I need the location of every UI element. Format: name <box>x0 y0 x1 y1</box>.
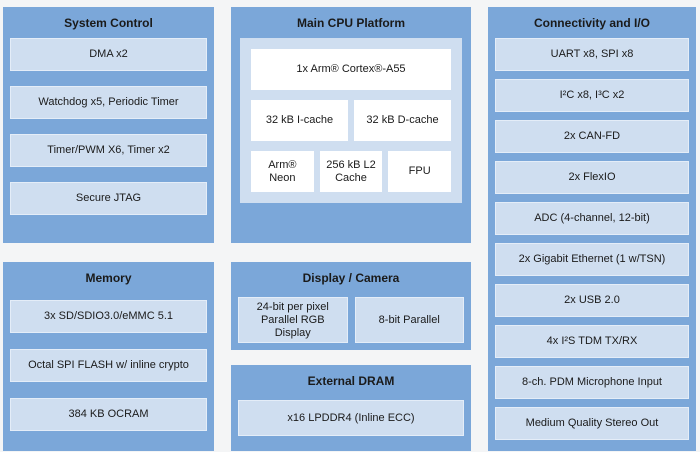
cpu-core-box: 1x Arm® Cortex®-A55 <box>251 49 451 90</box>
system-control-item-dma: DMA x2 <box>10 38 207 71</box>
display-camera-block: Display / Camera 24-bit per pixel Parall… <box>231 262 471 350</box>
connectivity-io-block: Connectivity and I/O UART x8, SPI x8 I²C… <box>488 7 696 451</box>
main-cpu-platform-title: Main CPU Platform <box>296 16 405 30</box>
system-control-item-timer-pwm: Timer/PWM X6, Timer x2 <box>10 134 207 167</box>
connectivity-item-can-fd: 2x CAN-FD <box>495 120 689 153</box>
system-control-item-watchdog: Watchdog x5, Periodic Timer <box>10 86 207 119</box>
cpu-icache-box: 32 kB I-cache <box>251 100 348 141</box>
cpu-extensions-row: Arm® Neon 256 kB L2 Cache FPU <box>251 151 452 192</box>
memory-block: Memory 3x SD/SDIO3.0/eMMC 5.1 Octal SPI … <box>3 262 214 451</box>
system-control-item-secure-jtag: Secure JTAG <box>10 182 207 215</box>
connectivity-io-title: Connectivity and I/O <box>533 16 650 30</box>
connectivity-item-pdm-microphone: 8-ch. PDM Microphone Input <box>495 366 689 399</box>
cpu-cache-row: 32 kB I-cache 32 kB D-cache <box>251 100 451 141</box>
display-camera-title: Display / Camera <box>302 271 400 285</box>
connectivity-item-uart-spi: UART x8, SPI x8 <box>495 38 689 71</box>
cpu-neon-box: Arm® Neon <box>251 151 314 192</box>
display-camera-item-8bit-parallel: 8-bit Parallel <box>354 297 464 343</box>
cpu-l2-cache-box: 256 kB L2 Cache <box>319 151 383 192</box>
cpu-dcache-box: 32 kB D-cache <box>354 100 451 141</box>
memory-title: Memory <box>85 271 132 285</box>
connectivity-item-i2c-i3c: I²C x8, I³C x2 <box>495 79 689 112</box>
display-camera-row: 24-bit per pixel Parallel RGB Display 8-… <box>238 297 464 343</box>
main-cpu-platform-block: Main CPU Platform 1x Arm® Cortex®-A55 32… <box>231 7 471 243</box>
display-camera-item-rgb-display: 24-bit per pixel Parallel RGB Display <box>238 297 348 343</box>
system-control-block: System Control DMA x2 Watchdog x5, Perio… <box>3 7 214 243</box>
memory-item-octal-spi-flash: Octal SPI FLASH w/ inline crypto <box>10 349 207 382</box>
external-dram-block: External DRAM x16 LPDDR4 (Inline ECC) <box>231 365 471 451</box>
memory-item-ocram: 384 KB OCRAM <box>10 398 207 431</box>
system-control-title: System Control <box>64 16 153 30</box>
memory-item-sd-emmc: 3x SD/SDIO3.0/eMMC 5.1 <box>10 300 207 333</box>
external-dram-item-lpddr4: x16 LPDDR4 (Inline ECC) <box>238 400 464 436</box>
connectivity-item-stereo-out: Medium Quality Stereo Out <box>495 407 689 440</box>
connectivity-item-flexio: 2x FlexIO <box>495 161 689 194</box>
connectivity-item-usb: 2x USB 2.0 <box>495 284 689 317</box>
cpu-inner-panel: 1x Arm® Cortex®-A55 32 kB I-cache 32 kB … <box>240 38 462 203</box>
connectivity-item-gigabit-ethernet: 2x Gigabit Ethernet (1 w/TSN) <box>495 243 689 276</box>
external-dram-title: External DRAM <box>307 374 395 388</box>
connectivity-item-i2s-tdm: 4x I²S TDM TX/RX <box>495 325 689 358</box>
cpu-fpu-box: FPU <box>388 151 452 192</box>
connectivity-item-adc: ADC (4-channel, 12-bit) <box>495 202 689 235</box>
